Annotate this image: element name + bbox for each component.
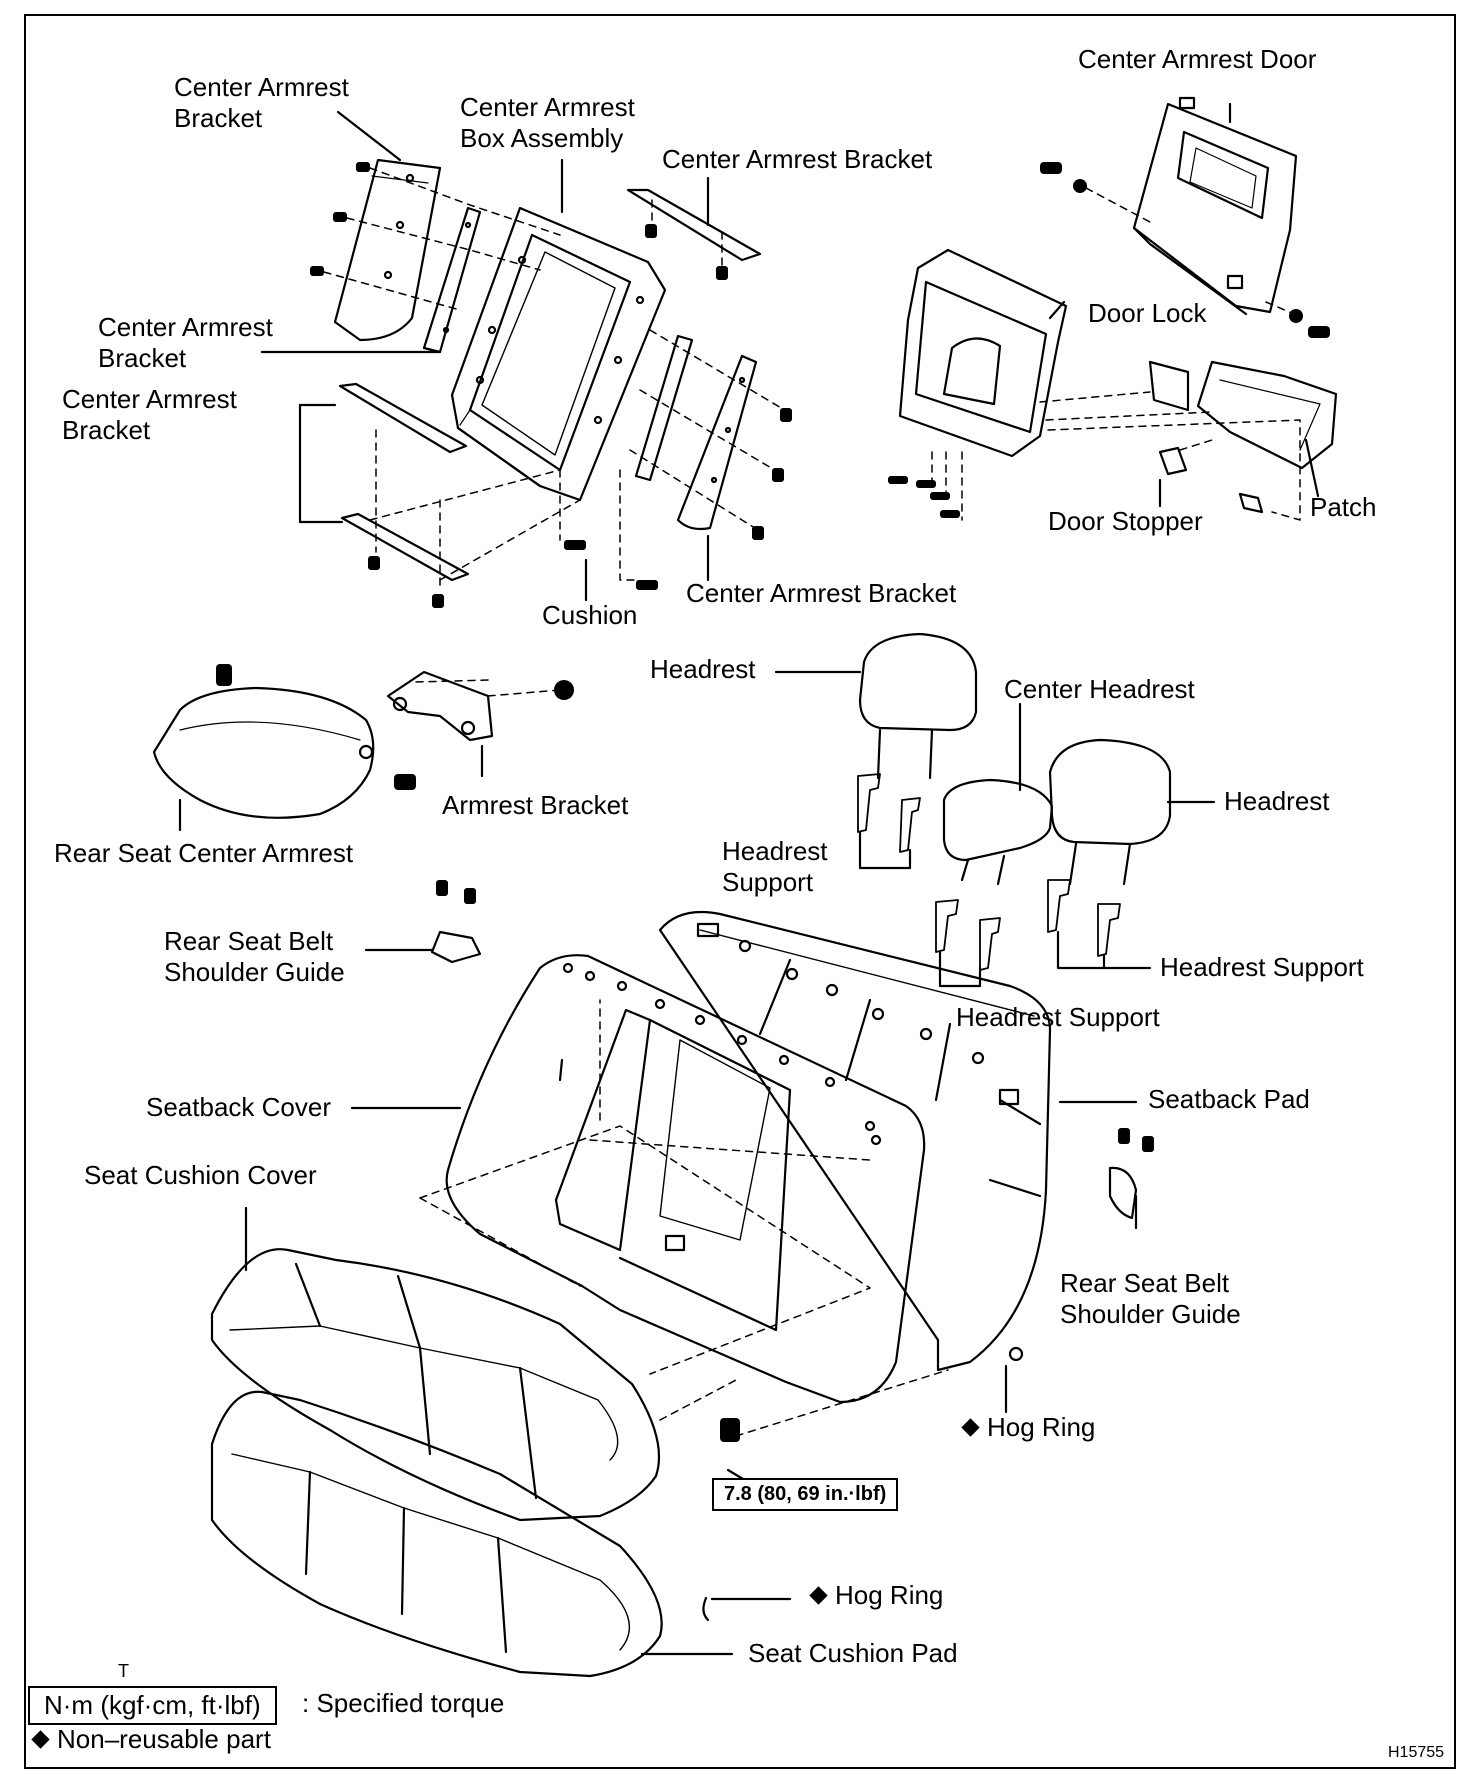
- label-rear-seat-belt-shoulder-guide-left: Rear Seat Belt Shoulder Guide: [164, 926, 345, 987]
- armrest-door-group: [888, 96, 1338, 521]
- label-door-stopper: Door Stopper: [1048, 506, 1203, 536]
- figure-id: H15755: [1388, 1744, 1445, 1761]
- label-center-armrest-bracket-low-left: Center Armrest Bracket: [62, 384, 237, 445]
- label-patch: Patch: [1310, 492, 1377, 522]
- diagram-frame: [24, 14, 1456, 1769]
- seat-group: [210, 880, 1154, 1678]
- label-center-armrest-door: Center Armrest Door: [1078, 44, 1317, 74]
- legend-unit-desc: : Specified torque: [302, 1688, 505, 1718]
- label-hog-ring-upper: Hog Ring: [961, 1412, 1095, 1443]
- label-seatback-cover: Seatback Cover: [146, 1092, 331, 1122]
- label-cushion: Cushion: [542, 600, 638, 630]
- label-center-armrest-bracket-top: Center Armrest Bracket: [662, 144, 933, 174]
- label-seat-cushion-cover: Seat Cushion Cover: [84, 1160, 317, 1190]
- label-center-headrest: Center Headrest: [1004, 674, 1195, 704]
- armrest-box-group: [260, 110, 792, 608]
- non-reusable-marker-icon: [961, 1418, 980, 1437]
- label-seat-cushion-pad: Seat Cushion Pad: [748, 1638, 958, 1668]
- label-center-armrest-bracket-top-left: Center Armrest Bracket: [174, 72, 349, 133]
- label-headrest-support-right: Headrest Support: [1160, 952, 1364, 982]
- label-center-armrest-bracket-mid-left: Center Armrest Bracket: [98, 312, 273, 373]
- label-headrest-right: Headrest: [1224, 786, 1330, 816]
- label-headrest-support-left: Headrest Support: [722, 836, 828, 897]
- legend-unit-box: N·m (kgf·cm, ft·lbf): [28, 1686, 277, 1725]
- label-headrest-support-center: Headrest Support: [956, 1002, 1160, 1032]
- torque-spec: 7.8 (80, 69 in.·lbf): [712, 1478, 899, 1511]
- label-center-armrest-bracket-right: Center Armrest Bracket: [686, 578, 957, 608]
- center-armrest-group: [152, 664, 574, 832]
- label-door-lock: Door Lock: [1088, 298, 1207, 328]
- non-reusable-marker-icon: [809, 1586, 828, 1605]
- legend-torque-marker: T: [118, 1661, 129, 1681]
- legend-non-reusable: Non–reusable part: [31, 1724, 271, 1755]
- label-hog-ring-lower: Hog Ring: [809, 1580, 943, 1611]
- label-headrest-left: Headrest: [650, 654, 756, 684]
- non-reusable-marker-icon: [31, 1730, 50, 1749]
- label-rear-seat-belt-shoulder-guide-right: Rear Seat Belt Shoulder Guide: [1060, 1268, 1241, 1329]
- label-rear-seat-center-armrest: Rear Seat Center Armrest: [54, 838, 354, 868]
- label-seatback-pad: Seatback Pad: [1148, 1084, 1310, 1114]
- label-center-armrest-box-assembly: Center Armrest Box Assembly: [460, 92, 635, 153]
- label-armrest-bracket: Armrest Bracket: [442, 790, 629, 820]
